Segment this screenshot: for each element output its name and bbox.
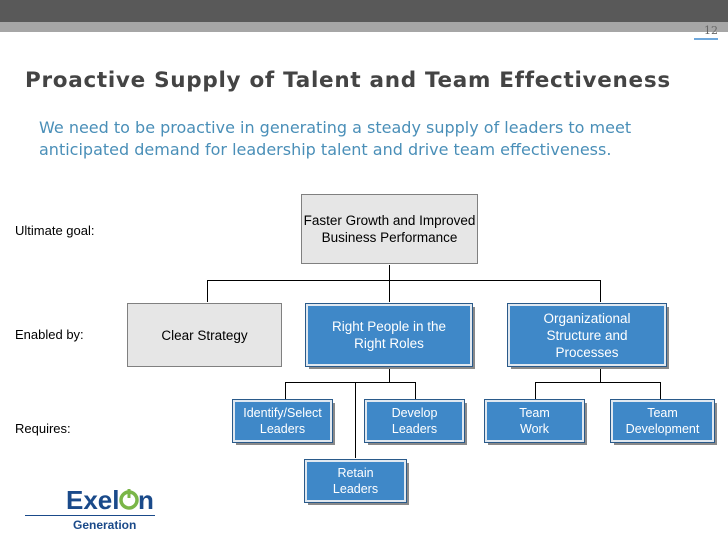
header-bar: [0, 0, 728, 22]
connector-to-right-people: [389, 280, 390, 302]
connector-to-retain: [355, 382, 356, 458]
box-identify-leaders: Identify/Select Leaders: [232, 399, 333, 443]
connector-right-people-down: [389, 368, 390, 382]
connector-org-horizontal: [535, 382, 661, 383]
exelon-logo: Exel n Generation: [25, 485, 165, 540]
connector-to-team-dev: [660, 382, 661, 400]
connector-to-develop: [415, 382, 416, 400]
header-accent-bar: [0, 22, 728, 32]
connector-to-team-work: [535, 382, 536, 400]
connector-to-org-structure: [600, 280, 601, 302]
box-team-work: Team Work: [484, 399, 585, 443]
connector-org-down: [600, 368, 601, 382]
label-ultimate-goal: Ultimate goal:: [15, 223, 95, 238]
slide-number-underline: [694, 38, 718, 40]
connector-goal-down: [389, 265, 390, 280]
label-requires: Requires:: [15, 421, 71, 436]
box-org-structure: Organizational Structure and Processes: [507, 303, 667, 367]
connector-to-clear-strategy: [207, 280, 208, 302]
box-develop-leaders: Develop Leaders: [364, 399, 465, 443]
slide-subtitle: We need to be proactive in generating a …: [39, 118, 632, 159]
slide-number: 12: [704, 24, 718, 37]
svg-text:Exel: Exel: [66, 485, 120, 515]
label-enabled-by: Enabled by:: [15, 327, 84, 342]
box-goal: Faster Growth and Improved Business Perf…: [301, 194, 478, 264]
connector-to-identify: [285, 382, 286, 400]
svg-text:Generation: Generation: [73, 518, 136, 532]
box-retain-leaders: Retain Leaders: [304, 459, 407, 503]
slide-title: Proactive Supply of Talent and Team Effe…: [25, 68, 671, 93]
box-team-development: Team Development: [610, 399, 715, 443]
connector-level1-horizontal: [207, 280, 601, 281]
svg-text:n: n: [138, 485, 154, 515]
box-clear-strategy: Clear Strategy: [127, 303, 282, 367]
box-right-people: Right People in the Right Roles: [305, 303, 473, 367]
connector-people-horizontal: [285, 382, 415, 383]
